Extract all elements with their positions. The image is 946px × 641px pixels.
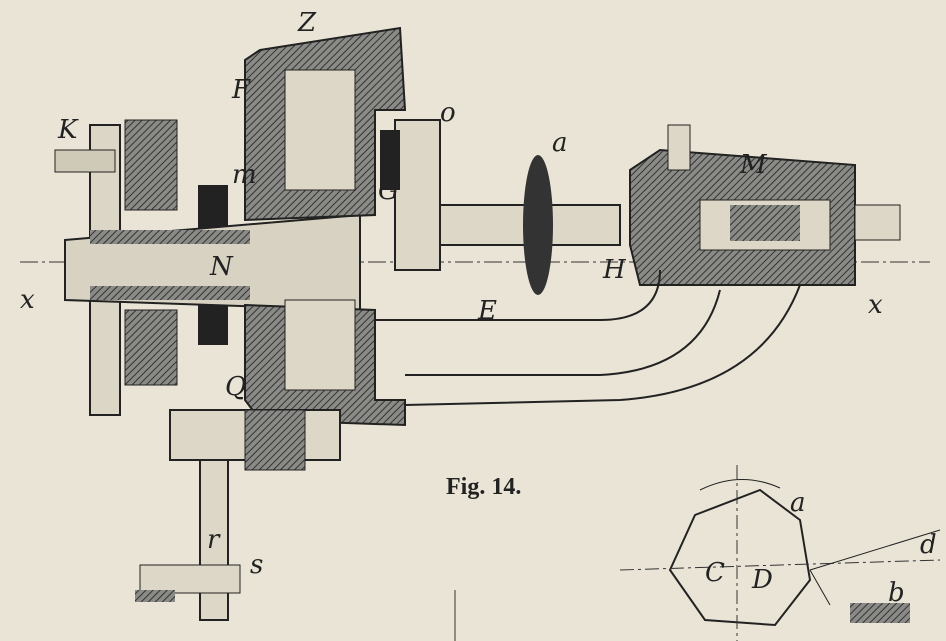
label-c: C: [705, 558, 725, 588]
label-e: E: [478, 296, 497, 326]
label-k: K: [58, 115, 78, 145]
label-a-top: a: [552, 128, 568, 158]
label-z: Z: [298, 8, 317, 38]
label-n: N: [210, 252, 233, 282]
label-h: H: [603, 255, 626, 285]
gear-upper: [124, 119, 178, 211]
gear-lower: [124, 309, 178, 386]
label-x-left: x: [20, 285, 35, 315]
label-x-right: x: [868, 290, 883, 320]
label-f: F: [232, 75, 251, 105]
label-a-small: a: [790, 488, 806, 518]
label-d: d: [920, 530, 937, 560]
label-m: m: [232, 160, 257, 190]
label-g: G: [378, 176, 399, 206]
tool-holder-g: [394, 119, 441, 271]
label-b: b: [888, 578, 905, 608]
label-q: Q: [225, 372, 247, 402]
label-s: s: [250, 550, 264, 580]
bed-e: [375, 269, 661, 321]
label-r: r: [207, 525, 220, 555]
cam-diagram: [668, 488, 812, 627]
figure-caption: Fig. 14.: [446, 474, 522, 500]
label-o: o: [440, 98, 456, 128]
disc-a: [523, 155, 553, 295]
label-d-cap: D: [752, 565, 773, 595]
label-m-right: M: [740, 150, 767, 180]
